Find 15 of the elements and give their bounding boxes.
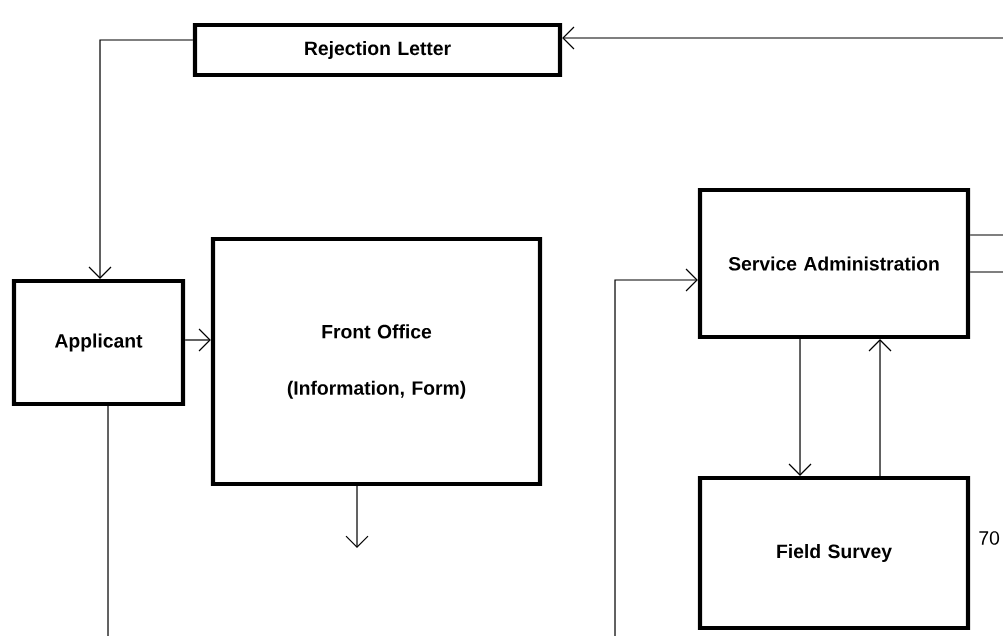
process-box: Service Administration [697,187,971,340]
connector-line [969,271,1004,273]
arrow [868,339,892,477]
process-box: Front Office (Information, Form) [210,236,543,487]
arrow [345,485,369,548]
arrow [788,338,812,476]
process-box: Rejection Letter [192,22,563,78]
connector-line [107,405,109,637]
process-box: Applicant [11,278,186,407]
process-box: Field Survey [697,475,971,631]
arrow [88,39,194,279]
arrow [562,26,1004,50]
arrow [184,328,211,352]
arrow [614,268,698,637]
connector-line [969,234,1004,236]
